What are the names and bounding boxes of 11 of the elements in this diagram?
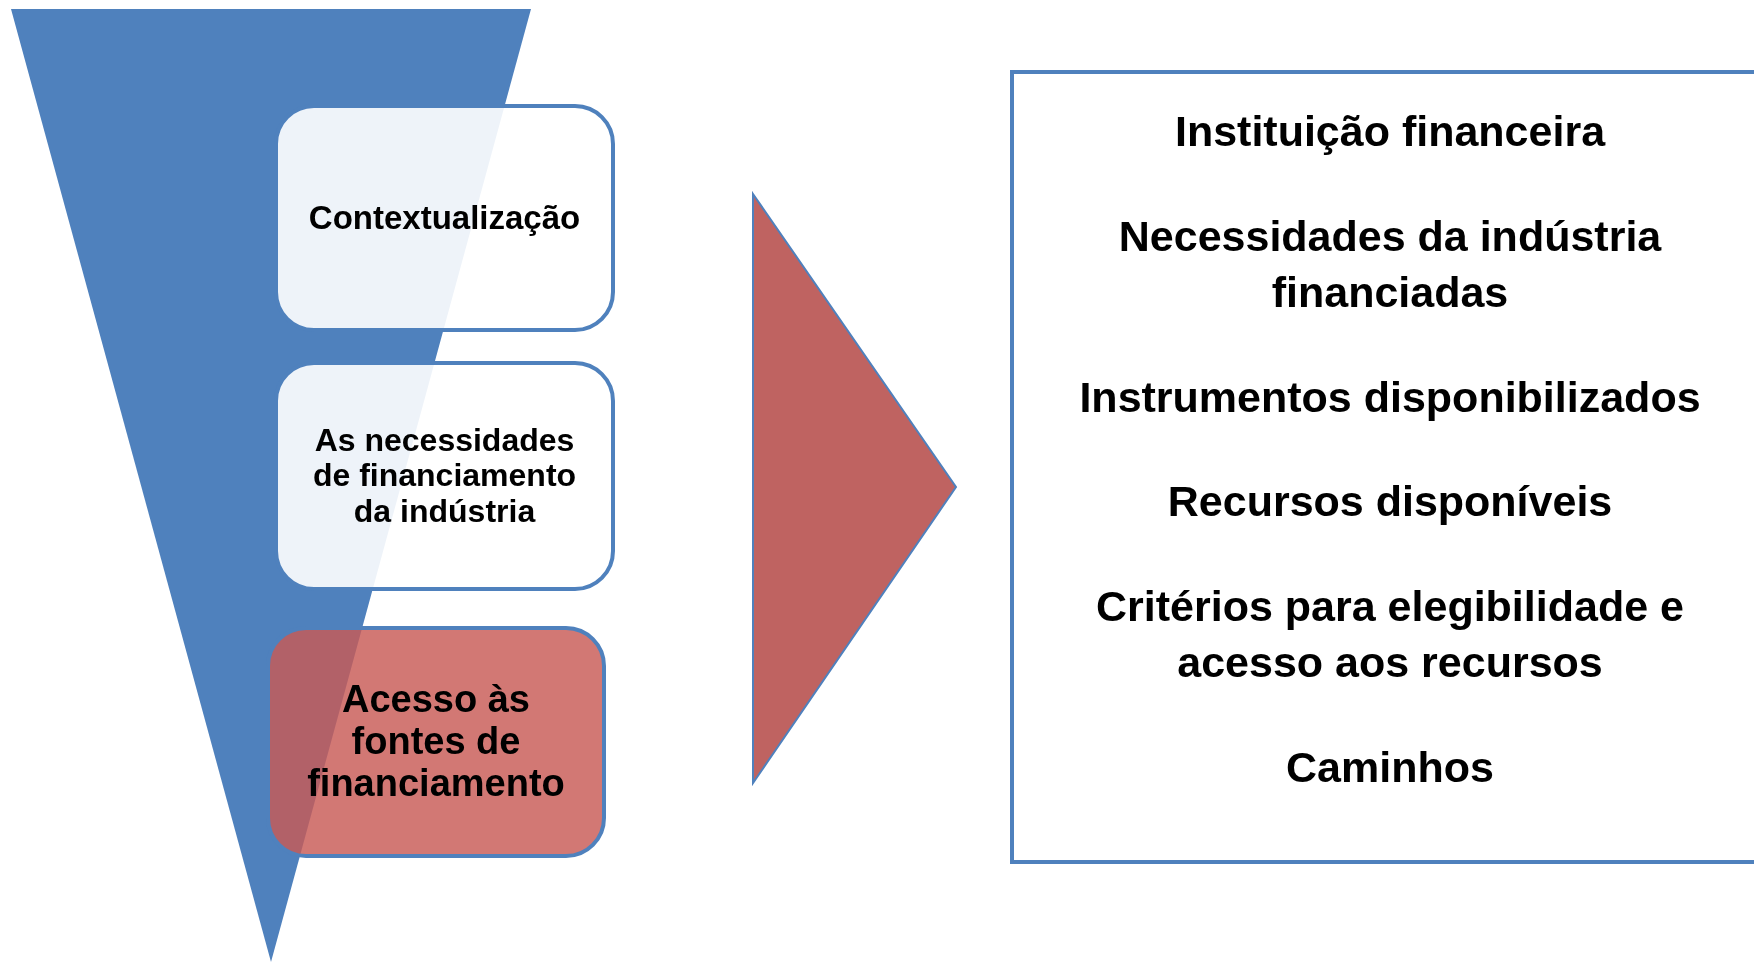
topic-label: Contextualização xyxy=(308,199,581,237)
list-item: Instituição financeira xyxy=(1174,106,1606,158)
topic-label: As necessidades de financiamento da indústria xyxy=(311,423,578,529)
list-item: Critérios para elegibilidade e acesso aos recursos xyxy=(1095,581,1685,688)
arrow xyxy=(752,190,958,787)
list-item: Necessidades da indústria financiadas xyxy=(1117,211,1663,318)
detail-panel xyxy=(1010,70,1754,864)
topic-label: Acesso às fontes de financiamento xyxy=(306,679,566,805)
list-item: Caminhos xyxy=(1286,741,1494,793)
list-item: Recursos disponíveis xyxy=(1167,476,1613,528)
list-item: Instrumentos disponibilizados xyxy=(1079,371,1701,423)
